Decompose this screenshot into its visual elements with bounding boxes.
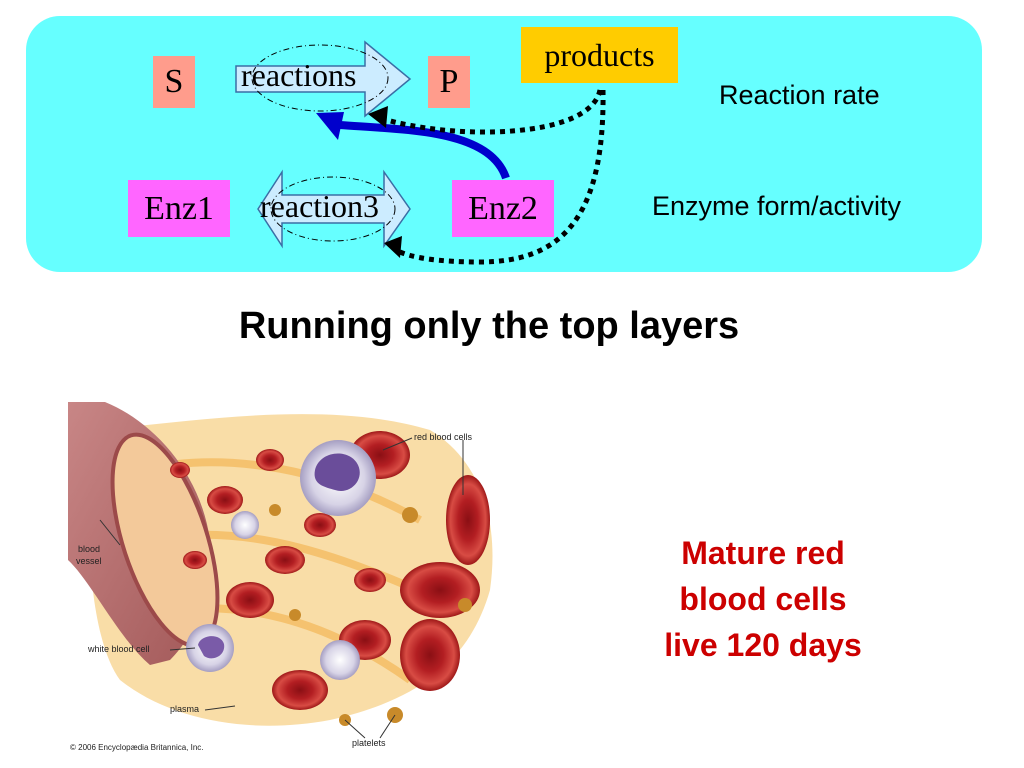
enzyme2-label: Enz2 <box>468 189 538 227</box>
enzyme-feedback-arrowhead <box>316 112 344 140</box>
red-blood-cell <box>183 551 207 569</box>
red-blood-cell <box>256 449 284 471</box>
platelet <box>402 507 418 523</box>
red-blood-cell <box>304 513 336 537</box>
copyright-notice: © 2006 Encyclopædia Britannica, Inc. <box>70 743 204 752</box>
enzyme1-box: Enz1 <box>128 180 230 237</box>
reactions-arrow-shape <box>235 40 412 118</box>
platelet <box>458 598 472 612</box>
red-blood-cell <box>272 670 328 710</box>
enzyme-feedback-arrow <box>339 121 510 180</box>
products-to-reactions-arrowhead <box>368 106 388 128</box>
label-leader-lines <box>99 437 464 739</box>
caption-line-3: live 120 days <box>664 627 862 663</box>
slide-title: Running only the top layers <box>238 305 740 347</box>
red-blood-cell <box>226 582 274 618</box>
products-to-reactions-dotted-arrow <box>379 89 603 135</box>
enzyme1-label: Enz1 <box>144 189 214 227</box>
enzyme-form-label: Enzyme form/activity <box>652 191 902 221</box>
reactions-ellipse <box>251 44 389 112</box>
white-blood-cell <box>320 640 360 680</box>
white-blood-cell <box>231 511 259 539</box>
caption: Mature red blood cells live 120 days <box>620 530 906 668</box>
red-blood-cell <box>354 568 386 592</box>
product-label: P <box>439 63 459 100</box>
caption-line-1: Mature red <box>681 535 845 571</box>
reaction3-arrow-label: reaction3 <box>260 188 380 224</box>
product-box: P <box>428 56 470 108</box>
substrate-box: S <box>153 56 195 108</box>
red-blood-cell <box>207 486 243 514</box>
red-blood-cell <box>400 619 460 691</box>
reaction-rate-label: Reaction rate <box>719 80 880 110</box>
white-blood-cell-nucleus <box>314 453 360 491</box>
products-to-reaction3-dotted-arrow <box>394 89 606 265</box>
white-blood-cell-nucleus <box>198 636 225 659</box>
reaction3-arrow-shape <box>257 169 411 249</box>
pathway-connectors <box>235 40 606 265</box>
red-blood-cell <box>265 546 305 574</box>
label-white-blood-cell: white blood cell <box>87 644 150 654</box>
red-blood-cell <box>170 462 190 478</box>
products-label: products <box>544 36 655 73</box>
label-plasma: plasma <box>170 704 199 714</box>
products-box: products <box>521 27 678 83</box>
substrate-label: S <box>164 63 184 100</box>
label-red-blood-cells: red blood cells <box>414 432 473 442</box>
reactions-arrow-label: reactions <box>241 57 357 93</box>
platelet <box>269 504 281 516</box>
platelet <box>289 609 301 621</box>
label-platelets: platelets <box>352 738 386 748</box>
products-to-reaction3-arrowhead <box>384 236 402 258</box>
label-blood-vessel: blood <box>78 544 100 554</box>
reaction3-ellipse <box>270 176 396 242</box>
red-blood-cell <box>446 475 490 565</box>
caption-line-2: blood cells <box>679 581 847 617</box>
label-blood-vessel-line2: vessel <box>76 556 102 566</box>
enzyme2-box: Enz2 <box>452 180 554 237</box>
